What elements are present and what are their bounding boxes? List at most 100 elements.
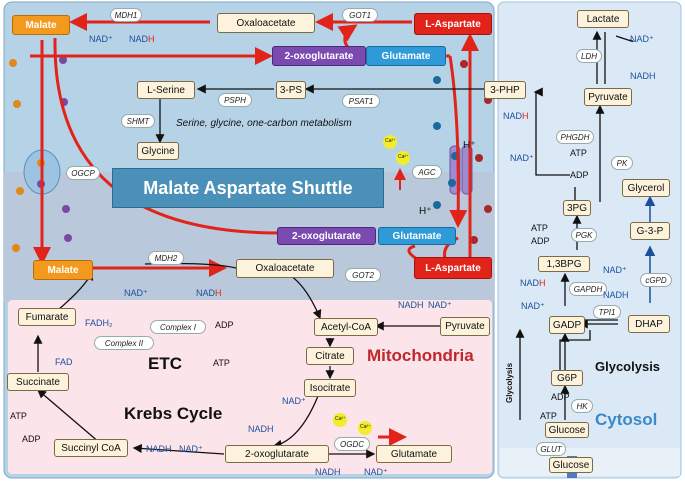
- malate-bottom-box: Malate: [33, 260, 93, 280]
- nad-plus-ogdc: NAD⁺: [364, 467, 388, 477]
- ogcp-label: OGCP: [66, 166, 100, 180]
- atp-pk: ATP: [570, 148, 587, 158]
- cytosol-title: Cytosol: [595, 410, 658, 429]
- glycine-box: Glycine: [137, 142, 179, 160]
- dhap-box: DHAP: [628, 315, 670, 333]
- adp-pgk: ADP: [531, 236, 550, 246]
- phgdh-label: PHGDH: [556, 130, 594, 144]
- shmt-label: SHMT: [121, 114, 155, 128]
- mdh1-label: MDH1: [110, 8, 142, 22]
- agc-label: AGC: [412, 165, 442, 179]
- l-aspartate-bottom-box: L-Aspartate: [414, 257, 492, 279]
- adp-hk: ADP: [551, 392, 570, 402]
- mitochondria-title: Mitochondria: [367, 346, 474, 365]
- nad-plus-isocitrate: NAD⁺: [282, 396, 306, 406]
- nadh-phgdh: NADH: [503, 111, 529, 121]
- adp-krebs: ADP: [22, 434, 41, 444]
- glutamate-mid-box: Glutamate: [378, 227, 456, 245]
- adp-pk: ADP: [570, 170, 589, 180]
- gadp-box: GADP: [549, 316, 585, 334]
- nadh-gapdh: NADH: [520, 278, 546, 288]
- krebs-cycle-title: Krebs Cycle: [124, 404, 223, 423]
- etc-title: ETC: [148, 354, 182, 373]
- adp-etc: ADP: [215, 320, 234, 330]
- l-aspartate-top-box: L-Aspartate: [414, 13, 492, 35]
- oxoglutarate-top-box: 2-oxoglutarate: [272, 46, 366, 66]
- succinate-box: Succinate: [7, 373, 69, 391]
- serine-metabolism-caption: Serine, glycine, one-carbon metabolism: [176, 118, 352, 129]
- nadh-cgpd: NADH: [603, 290, 629, 300]
- nad-plus-ldh: NAD⁺: [630, 34, 654, 44]
- glycolysis-title: Glycolysis: [595, 359, 661, 374]
- glut-label: GLUT: [536, 442, 566, 456]
- pk-label: PK: [611, 156, 633, 170]
- nadh-top: NADH: [129, 34, 155, 44]
- 1-3bpg-box: 1,3BPG: [538, 256, 590, 272]
- succinyl-coa-box: Succinyl CoA: [54, 439, 128, 457]
- nadh-isocitrate: NADH: [248, 424, 274, 434]
- calcium-ion-1: Ca²⁺: [385, 138, 396, 144]
- pyruvate-cyto-box: Pyruvate: [584, 88, 632, 106]
- glycerol-box: Glycerol: [622, 179, 670, 197]
- calcium-ion-4: Ca²⁺: [360, 424, 371, 430]
- nadh-mdh2: NADH: [196, 288, 222, 298]
- h-plus-bottom: H⁺: [419, 206, 432, 217]
- nadh-pyruvate: NADH: [398, 300, 424, 310]
- isocitrate-box: Isocitrate: [304, 379, 356, 397]
- nad-plus-top: NAD⁺: [89, 34, 113, 44]
- pyruvate-mito-box: Pyruvate: [440, 317, 490, 336]
- lactate-box: Lactate: [577, 10, 629, 28]
- malate-aspartate-shuttle-banner: Malate Aspartate Shuttle: [112, 168, 384, 208]
- malate-top-box: Malate: [12, 15, 70, 35]
- 3-ps-box: 3-PS: [276, 81, 306, 99]
- atp-etc: ATP: [213, 358, 230, 368]
- ldh-label: LDH: [576, 49, 602, 63]
- h-plus-top: H⁺: [463, 140, 476, 151]
- glutamate-top-box: Glutamate: [366, 46, 446, 66]
- fadh2-label: FADH₂: [85, 318, 113, 328]
- psat1-label: PSAT1: [342, 94, 380, 108]
- nadh-ldh: NADH: [630, 71, 656, 81]
- 3pg-box: 3PG: [563, 200, 591, 216]
- nad-plus-succinyl: NAD⁺: [179, 444, 203, 454]
- oxaloacetate-bottom-box: Oxaloacetate: [236, 259, 334, 278]
- oxaloacetate-top-box: Oxaloacetate: [217, 13, 315, 33]
- tpi1-label: TPI1: [593, 305, 621, 319]
- got1-label: GOT1: [342, 8, 378, 22]
- nadh-ogdc: NADH: [315, 467, 341, 477]
- cgpd-label: cGPD: [640, 273, 672, 287]
- nad-plus-mdh2: NAD⁺: [124, 288, 148, 298]
- mdh2-label: MDH2: [148, 251, 184, 265]
- complex-i-label: Complex I: [150, 320, 206, 334]
- glucose-out-box: Glucose: [549, 457, 593, 473]
- ogdc-label: OGDC: [334, 437, 370, 451]
- g-3-p-box: G-3-P: [630, 222, 670, 240]
- glycolysis-side-label: Glycolysis: [505, 362, 514, 403]
- glucose-in-box: Glucose: [545, 422, 589, 438]
- glutamate-krebs-box: Glutamate: [376, 445, 452, 463]
- oxoglutarate-krebs-box: 2-oxoglutarate: [225, 445, 329, 463]
- g6p-box: G6P: [551, 370, 583, 386]
- calcium-ion-2: Ca²⁺: [398, 154, 409, 160]
- pgk-label: PGK: [571, 228, 597, 242]
- nad-plus-pyruvate: NAD⁺: [428, 300, 452, 310]
- got2-label: GOT2: [345, 268, 381, 282]
- acetyl-coa-box: Acetyl-CoA: [314, 318, 378, 336]
- nadh-succinyl: NADH: [146, 444, 172, 454]
- atp-krebs: ATP: [10, 411, 27, 421]
- oxoglutarate-mid-box: 2-oxoglutarate: [277, 227, 376, 245]
- nad-plus-cgpd: NAD⁺: [603, 265, 627, 275]
- gapdh-label: GAPDH: [569, 282, 607, 296]
- calcium-ion-3: Ca²⁺: [335, 416, 346, 422]
- hk-label: HK: [571, 399, 593, 413]
- atp-pgk: ATP: [531, 223, 548, 233]
- l-serine-box: L-Serine: [137, 81, 195, 99]
- citrate-box: Citrate: [306, 347, 354, 365]
- fumarate-box: Fumarate: [18, 308, 76, 326]
- nad-plus-phgdh: NAD⁺: [510, 153, 534, 163]
- nad-plus-gapdh: NAD⁺: [521, 301, 545, 311]
- psph-label: PSPH: [218, 93, 252, 107]
- atp-hk: ATP: [540, 411, 557, 421]
- 3-php-box: 3-PHP: [484, 81, 526, 99]
